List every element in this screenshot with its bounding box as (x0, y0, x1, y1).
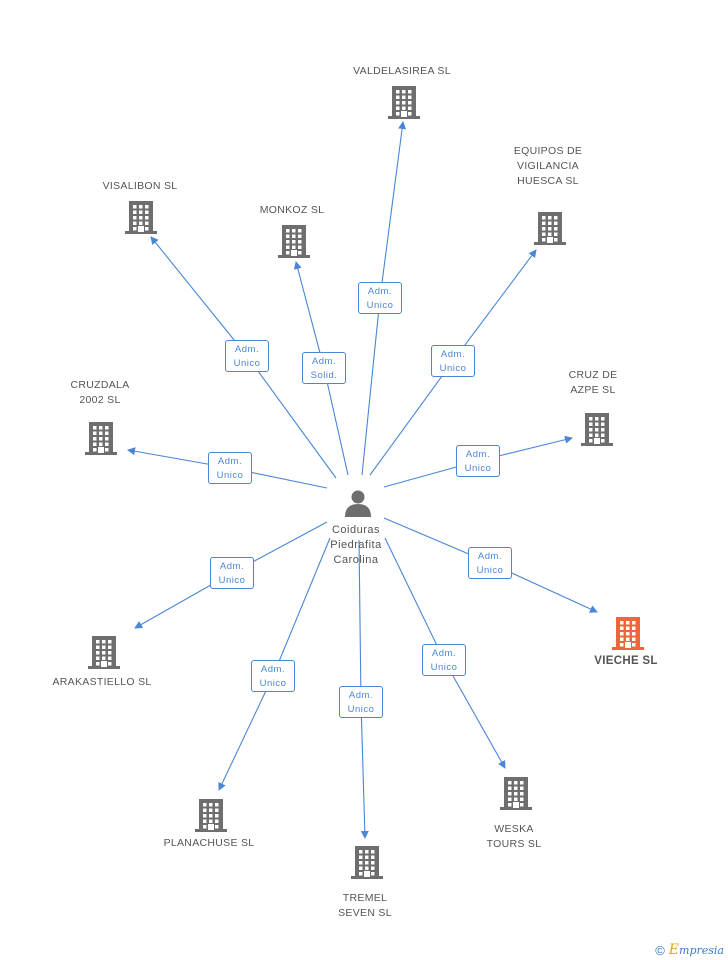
copyright-icon: © (655, 942, 665, 958)
relation-badge-vieche[interactable]: Adm. Unico (468, 547, 512, 579)
relation-badge-arakastiello[interactable]: Adm. Unico (210, 557, 254, 589)
company-building-icon[interactable] (124, 199, 158, 240)
company-label-valdelasirea[interactable]: VALDELASIREA SL (353, 65, 451, 77)
relation-badge-planachuse[interactable]: Adm. Unico (251, 660, 295, 692)
company-label-equipos[interactable]: EQUIPOS DE VIGILANCIA HUESCA SL (513, 145, 583, 187)
person-icon[interactable] (343, 488, 373, 523)
company-building-icon[interactable] (350, 844, 384, 885)
brand-initial: E (668, 942, 680, 958)
company-building-icon[interactable] (84, 420, 118, 461)
relation-badge-tremel[interactable]: Adm. Unico (339, 686, 383, 718)
company-label-cruzdala[interactable]: CRUZDALA 2002 SL (70, 379, 130, 406)
company-building-icon[interactable] (611, 615, 645, 656)
company-label-tremel[interactable]: TREMEL SEVEN SL (338, 892, 392, 919)
relation-badge-valdelasirea[interactable]: Adm. Unico (358, 282, 402, 314)
company-building-icon[interactable] (499, 775, 533, 816)
company-building-icon[interactable] (194, 797, 228, 838)
brand-rest: mpresia (679, 944, 724, 957)
company-label-vieche[interactable]: VIECHE SL (594, 655, 658, 667)
company-building-icon[interactable] (580, 411, 614, 452)
company-building-icon[interactable] (87, 634, 121, 675)
person-name[interactable]: Coiduras Piedrafita Carolina (330, 524, 382, 566)
company-label-weska[interactable]: WESKA TOURS SL (486, 823, 542, 850)
footer-brand: © Empresia (655, 942, 724, 958)
company-building-icon[interactable] (387, 84, 421, 125)
company-label-visalibon[interactable]: VISALIBON SL (102, 180, 178, 192)
company-label-monkoz[interactable]: MONKOZ SL (259, 204, 325, 216)
relation-badge-weska[interactable]: Adm. Unico (422, 644, 466, 676)
brand-logo: Empresia (669, 942, 724, 958)
relation-badge-cruzdala[interactable]: Adm. Unico (208, 452, 252, 484)
company-label-cruzdeazpe[interactable]: CRUZ DE AZPE SL (568, 369, 618, 396)
relation-badge-equipos[interactable]: Adm. Unico (431, 345, 475, 377)
relation-badge-cruzdeazpe[interactable]: Adm. Unico (456, 445, 500, 477)
company-label-planachuse[interactable]: PLANACHUSE SL (163, 837, 255, 849)
relation-badge-visalibon[interactable]: Adm. Unico (225, 340, 269, 372)
company-label-arakastiello[interactable]: ARAKASTIELLO SL (52, 676, 152, 688)
relation-badge-monkoz[interactable]: Adm. Solid. (302, 352, 346, 384)
company-building-icon[interactable] (533, 210, 567, 251)
company-building-icon[interactable] (277, 223, 311, 264)
